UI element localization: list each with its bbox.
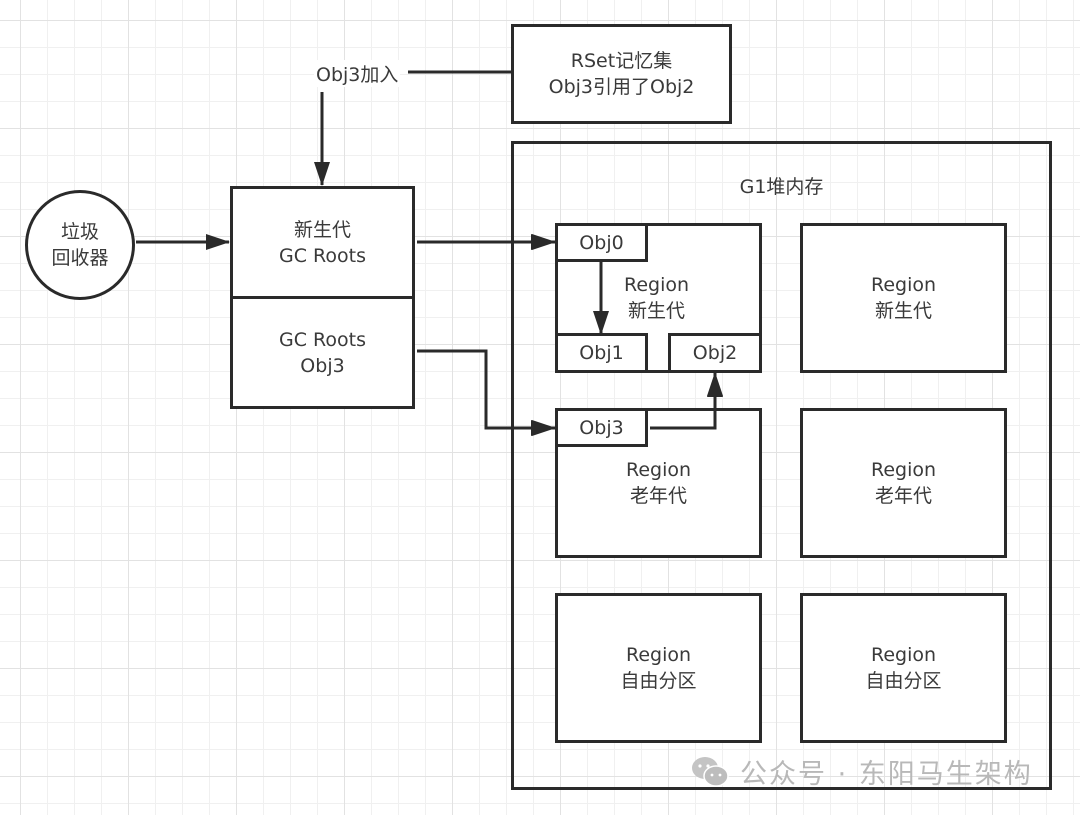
watermark: 公众号 · 东阳马生架构 (690, 752, 1033, 791)
gc-roots-young-line2: GC Roots (279, 244, 366, 267)
obj3-label: Obj3 (579, 416, 624, 439)
obj3-box: Obj3 (555, 408, 648, 447)
region-young-2: Region 新生代 (800, 223, 1007, 373)
rset-line2: Obj3引用了Obj2 (548, 76, 695, 98)
region-label: Region (625, 644, 692, 666)
obj2-label: Obj2 (692, 342, 738, 364)
region-old-2: Region 老年代 (800, 408, 1007, 558)
region-free-1: Region 自由分区 (555, 593, 762, 743)
rset-box: RSet记忆集 Obj3引用了Obj2 (511, 24, 732, 124)
region-type: 自由分区 (865, 670, 942, 692)
obj0-label: Obj0 (579, 231, 624, 254)
watermark-text: 公众号 · 东阳马生架构 (740, 759, 1033, 790)
gc-roots-obj3-line1: GC Roots (279, 328, 366, 351)
collector-line1: 垃圾 (60, 221, 99, 243)
gc-roots-obj3-box: GC Roots Obj3 (230, 296, 415, 409)
wechat-icon (692, 756, 729, 787)
rset-line1: RSet记忆集 (570, 50, 673, 72)
region-type: 新生代 (874, 300, 932, 322)
obj2-box: Obj2 (668, 333, 762, 373)
rset-add-label: Obj3加入 (314, 60, 401, 87)
obj1-label: Obj1 (579, 342, 624, 364)
gc-roots-young-line1: 新生代 (293, 218, 351, 241)
region-label: Region (870, 644, 937, 666)
region-old-1: Region 老年代 (555, 408, 762, 558)
region-type: 老年代 (629, 485, 687, 507)
region-free-2: Region 自由分区 (800, 593, 1007, 743)
obj0-box: Obj0 (555, 223, 648, 262)
region-type: 新生代 (627, 300, 685, 322)
region-type: 老年代 (874, 485, 932, 507)
region-label: Region (623, 274, 690, 296)
garbage-collector-node: 垃圾 回收器 (25, 190, 135, 300)
collector-line2: 回收器 (51, 247, 109, 269)
region-label: Region (625, 459, 692, 481)
region-type: 自由分区 (620, 670, 697, 692)
region-label: Region (870, 459, 937, 481)
gc-roots-obj3-line2: Obj3 (300, 354, 345, 377)
gc-roots-young-box: 新生代 GC Roots (230, 186, 415, 299)
g1-heap-container: G1堆内存 (511, 141, 1052, 790)
region-label: Region (870, 274, 937, 296)
g1-heap-title: G1堆内存 (739, 176, 824, 198)
obj1-box: Obj1 (555, 333, 648, 373)
